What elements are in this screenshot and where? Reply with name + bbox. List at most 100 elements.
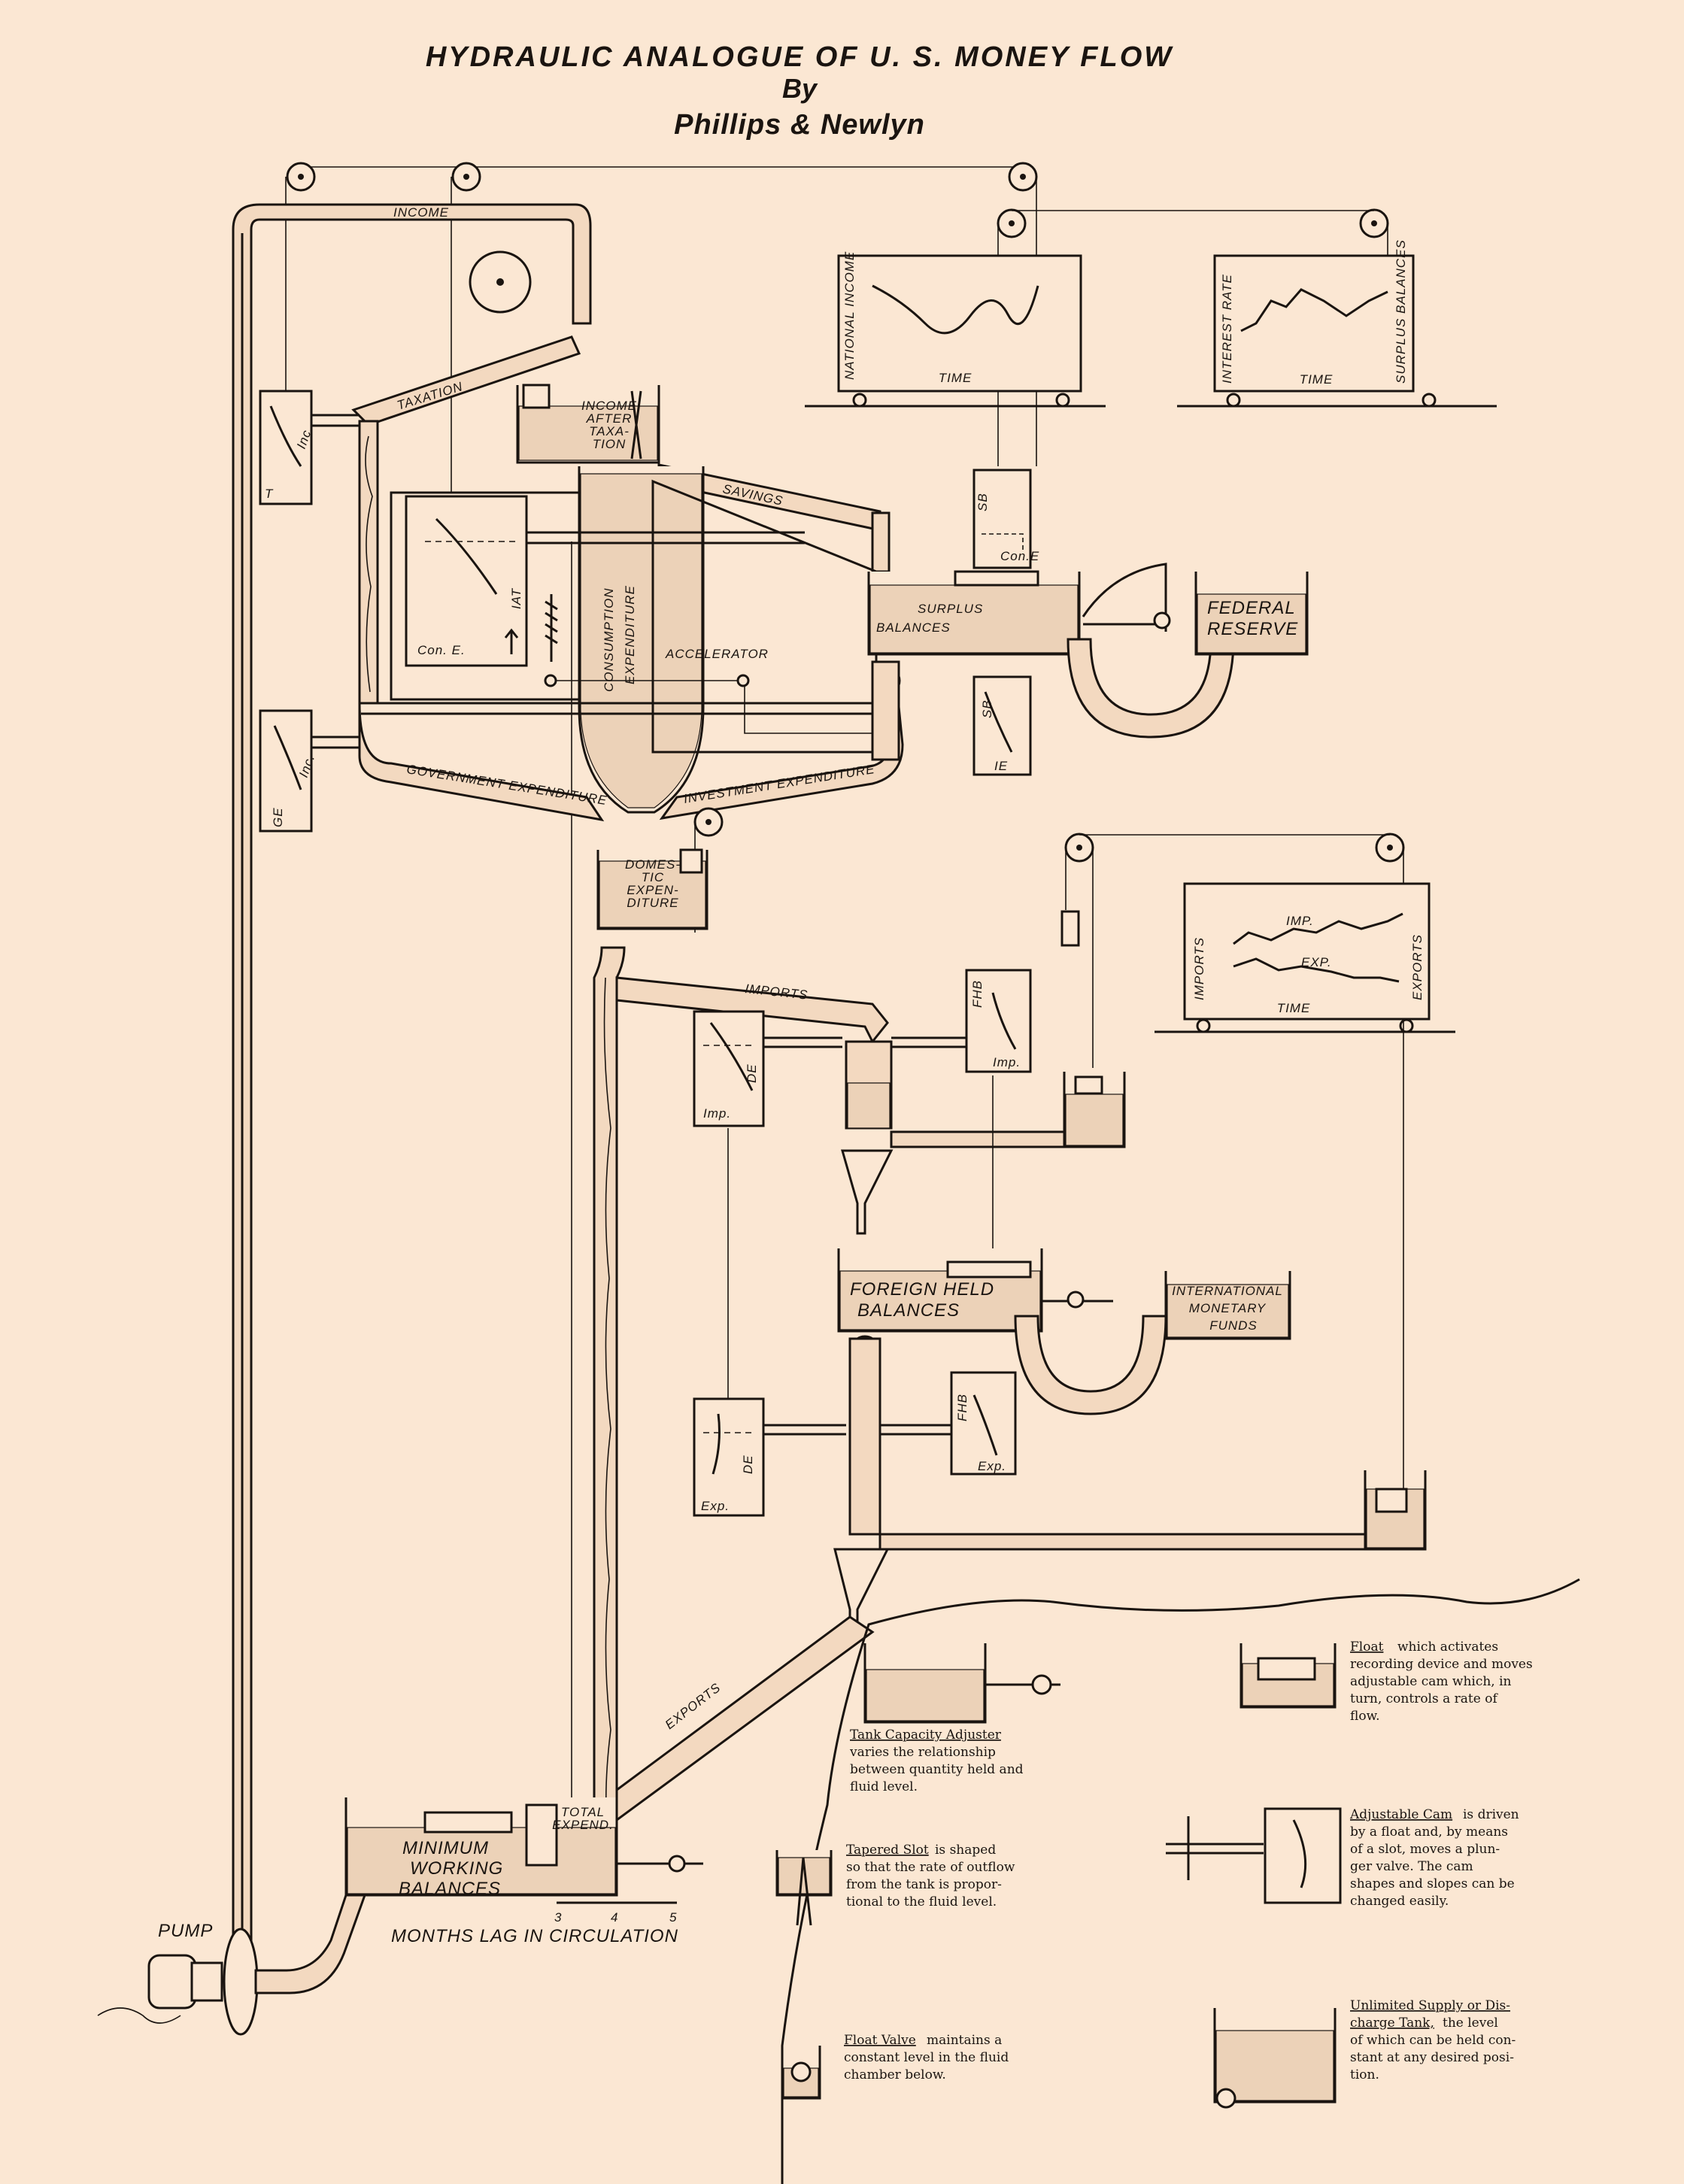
fhb-label-lower: FHB <box>955 1394 969 1421</box>
legend-adjustable-cam-l3: of a slot, moves a plun- <box>1350 1842 1500 1857</box>
legend-float-l5: flow. <box>1350 1709 1380 1724</box>
legend-tapered-slot-l1: is shaped <box>935 1843 996 1858</box>
legend-unlimited-supply-l3: stant at any desired posi- <box>1350 2050 1514 2065</box>
minimum-working-balances-line-1: MINIMUM <box>402 1838 489 1858</box>
legend-tank-capacity-l2: between quantity held and <box>850 1762 1024 1777</box>
income-label: INCOME <box>393 205 449 220</box>
trade-series-exp: EXP. <box>1301 955 1332 969</box>
legend-tank-capacity-l3: fluid level. <box>850 1779 918 1794</box>
ge-label: GE <box>271 807 285 827</box>
legend-float-l1: which activates <box>1397 1640 1498 1655</box>
legend-adjustable-cam-l2: by a float and, by means <box>1350 1825 1508 1840</box>
interest-rate-x-label: TIME <box>1300 372 1334 387</box>
legend-float: Float which activates recording device a… <box>1241 1640 1533 1724</box>
surplus-balances-line-2: BALANCES <box>876 620 951 635</box>
fhb-imp-label: Imp. <box>993 1055 1021 1069</box>
sb-label-upper: SB <box>976 493 990 511</box>
surplus-balances-line-1: SURPLUS <box>918 602 983 616</box>
recorder-trade: IMP. EXP. IMPORTS TIME EXPORTS <box>1062 834 1455 1068</box>
fhb-exp-label: Exp. <box>978 1459 1006 1473</box>
sb-label-lower: SB <box>980 699 994 718</box>
foreign-held-balances-line-2: BALANCES <box>857 1300 960 1321</box>
legend-unlimited-supply-l4: tion. <box>1350 2067 1379 2082</box>
pump-label: PUMP <box>158 1921 213 1941</box>
legend-adjustable-cam: Adjustable Cam is driven by a float and,… <box>1166 1807 1519 1909</box>
legend-float-l4: turn, controls a rate of <box>1350 1691 1498 1706</box>
legend-adjustable-cam-l5: shapes and slopes can be <box>1350 1876 1515 1891</box>
tax-t-label: T <box>265 487 274 501</box>
surplus-balances-axis-label: SURPLUS BALANCES <box>1394 239 1408 384</box>
national-income-y-label: NATIONAL INCOME <box>842 251 857 380</box>
title-line-2: By <box>782 73 818 104</box>
legend-unlimited-supply-l2: of which can be held con- <box>1350 2033 1516 2048</box>
federal-reserve-line-2: RESERVE <box>1207 619 1298 639</box>
income-after-taxation-tank: INCOME AFTER TAXA- TION <box>517 385 659 463</box>
legend-float-valve: Float Valve maintains a constant level i… <box>782 2033 1009 2098</box>
exp-label: Exp. <box>701 1499 730 1513</box>
months-lag-label: MONTHS LAG IN CIRCULATION <box>391 1926 678 1946</box>
legend-tank-capacity-term: Tank Capacity Adjuster <box>850 1727 1002 1743</box>
accelerator-label: ACCELERATOR <box>665 647 769 661</box>
legend-tapered-slot: Tapered Slot is shaped so that the rate … <box>777 1843 1015 1925</box>
legend-tank-capacity-l1: varies the relationship <box>849 1745 996 1760</box>
legend-unlimited-supply-term: Unlimited Supply or Dis- <box>1350 1998 1510 2013</box>
government-expenditure-branch: Inc. GE GOVERNMENT EXPENDITURE <box>260 703 608 831</box>
legend-tank-capacity: Tank Capacity Adjuster varies the relati… <box>849 1643 1060 1794</box>
legend-unlimited-supply-term-2: charge Tank, <box>1350 2016 1434 2031</box>
foreign-held-balances-tank: FOREIGN HELD BALANCES INTERNATIONAL MONE… <box>839 1248 1290 1534</box>
legend-unlimited-supply-l1: the level <box>1443 2016 1498 2031</box>
consumption-cam-box: Con. E. IAT <box>406 496 526 666</box>
legend-adjustable-cam-l1: is driven <box>1463 1807 1519 1822</box>
legend-tapered-slot-l2: so that the rate of outflow <box>846 1860 1015 1875</box>
legend: Tank Capacity Adjuster varies the relati… <box>777 1579 1579 2184</box>
ie-label: IE <box>994 759 1008 773</box>
trade-x-label: TIME <box>1277 1001 1311 1015</box>
legend-float-term: Float <box>1350 1640 1384 1655</box>
legend-adjustable-cam-l4: ger valve. The cam <box>1350 1859 1473 1874</box>
trade-series-imp: IMP. <box>1286 914 1314 928</box>
months-tick-5: 5 <box>669 1910 677 1925</box>
conf-label: Con.E <box>1000 549 1039 563</box>
iat-label: IAT <box>509 587 523 609</box>
legend-float-valve-l1: maintains a <box>927 2033 1002 2048</box>
sb-ie-cam: SB IE <box>872 662 1030 775</box>
domestic-expenditure-tank: DOMES- TIC EXPEN- DITURE <box>598 808 722 933</box>
consumption-expenditure-line-2: EXPENDITURE <box>623 585 637 684</box>
title-line-3: Phillips & Newlyn <box>674 109 925 141</box>
trade-right-label: EXPORTS <box>1410 934 1425 1000</box>
federal-reserve-line-1: FEDERAL <box>1207 598 1296 618</box>
minimum-working-balances-line-2: WORKING <box>410 1858 503 1879</box>
legend-float-l2: recording device and moves <box>1350 1657 1533 1672</box>
months-tick-3: 3 <box>554 1910 562 1925</box>
legend-tapered-slot-l4: tional to the fluid level. <box>846 1894 997 1909</box>
fhb-label-upper: FHB <box>970 980 985 1008</box>
legend-tapered-slot-term: Tapered Slot <box>846 1843 929 1858</box>
imf-line-2: MONETARY <box>1189 1301 1267 1315</box>
imp-de-label: DE <box>745 1063 759 1083</box>
foreign-held-balances-line-1: FOREIGN HELD <box>850 1279 994 1300</box>
imports-branch: IMPORTS DE Imp. FHB Imp. <box>617 970 1064 1233</box>
imp-label: Imp. <box>703 1106 731 1121</box>
imf-line-1: INTERNATIONAL <box>1172 1284 1283 1298</box>
recorder-national-income: NATIONAL INCOME TIME <box>805 251 1106 406</box>
legend-adjustable-cam-l6: changed easily. <box>1350 1894 1449 1909</box>
interest-rate-y-label: INTEREST RATE <box>1220 274 1234 384</box>
legend-float-valve-l3: chamber below. <box>844 2067 946 2082</box>
main-down-pipe <box>594 948 624 1835</box>
recorder-interest-rate: INTEREST RATE TIME SURPLUS BALANCES <box>1177 239 1497 406</box>
surplus-balances-tank: SURPLUS BALANCES FEDERAL RESERVE <box>869 564 1307 737</box>
legend-unlimited-supply: Unlimited Supply or Dis- charge Tank, th… <box>1215 1998 1516 2107</box>
legend-float-l3: adjustable cam which, in <box>1350 1674 1512 1689</box>
total-expend-line-2: EXPEND. <box>552 1818 614 1832</box>
pump: PUMP <box>98 1895 365 2034</box>
minimum-working-balances-tank: TOTAL EXPEND. MINIMUM WORKING BALANCES 3… <box>346 1797 703 1946</box>
exp-de-label: DE <box>741 1454 755 1474</box>
consumption-expenditure-line-1: CONSUMPTION <box>602 588 616 693</box>
legend-float-valve-term: Float Valve <box>844 2033 916 2048</box>
legend-float-valve-l2: constant level in the fluid <box>844 2050 1009 2065</box>
import-float-tank <box>1064 1072 1124 1147</box>
minimum-working-balances-line-3: BALANCES <box>399 1879 501 1899</box>
sb-cam-upper: SB Con.E <box>974 470 1039 568</box>
legend-tapered-slot-l3: from the tank is propor- <box>846 1877 1002 1892</box>
